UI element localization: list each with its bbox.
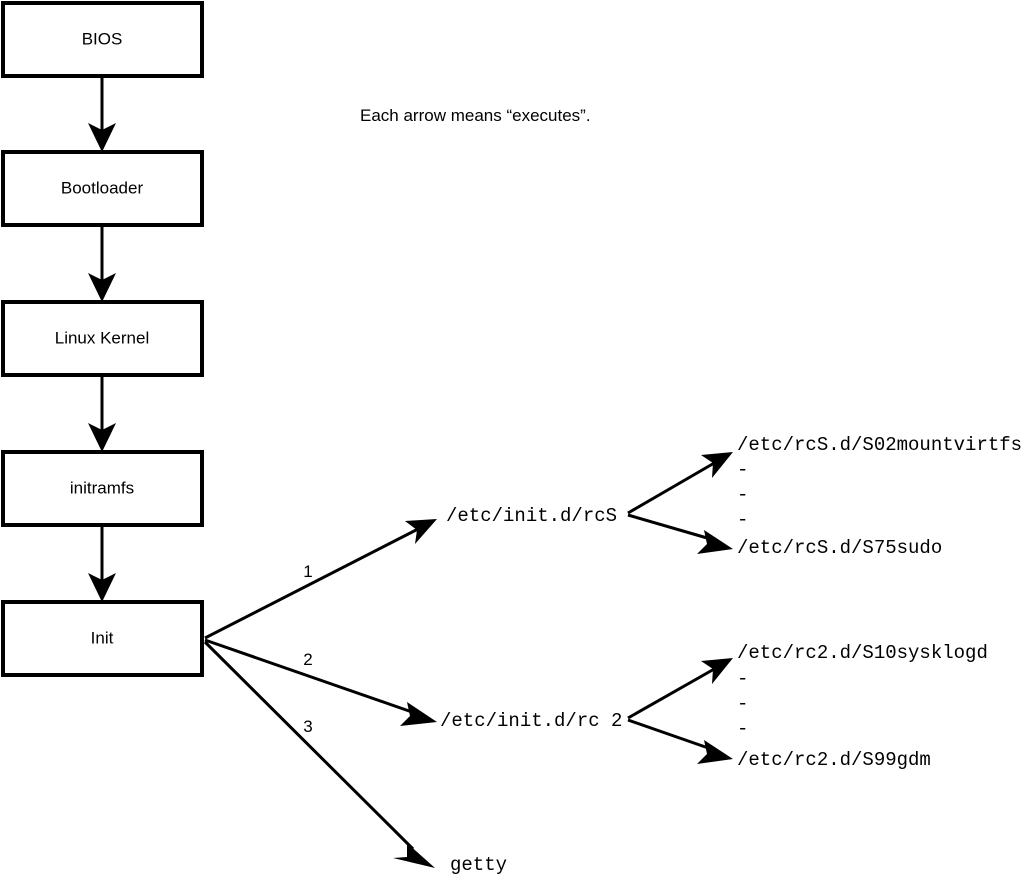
rc2-ellipsis-dash-1: -	[737, 668, 748, 690]
arrow-rcs-to-first-script	[627, 452, 733, 515]
node-initramfs[interactable]: initramfs	[1, 450, 204, 527]
edge-number-2: 2	[303, 650, 312, 669]
rc2-first-script[interactable]: /etc/rc2.d/S10sysklogd	[737, 642, 988, 664]
edge-number-1: 1	[303, 562, 312, 581]
target-label-getty[interactable]: getty	[450, 854, 507, 875]
arrow-init-to-rc2: 2	[204, 638, 437, 726]
rcs-first-script[interactable]: /etc/rcS.d/S02mountvirtfs	[737, 434, 1022, 456]
node-bios[interactable]: BIOS	[1, 1, 204, 78]
target-label-rcs[interactable]: /etc/init.d/rcS	[446, 505, 617, 527]
bootloader-label: Bootloader	[61, 178, 144, 197]
arrow-rcs-to-last-script	[627, 513, 733, 554]
arrow-init-to-rcs: 1	[204, 519, 437, 640]
bios-box[interactable]	[1, 1, 204, 78]
bios-label: BIOS	[82, 29, 123, 48]
target-label-rc2[interactable]: /etc/init.d/rc 2	[440, 710, 622, 732]
rc2-last-script[interactable]: /etc/rc2.d/S99gdm	[737, 749, 931, 771]
rcs-last-script[interactable]: /etc/rcS.d/S75sudo	[737, 537, 942, 559]
node-bootloader[interactable]: Bootloader	[1, 150, 204, 227]
init-label: Init	[91, 628, 114, 647]
arrow-init-to-getty: 3	[203, 640, 435, 868]
arrow-rc2-to-last-script	[627, 718, 733, 764]
node-linux-kernel[interactable]: Linux Kernel	[1, 300, 204, 377]
edge-number-3: 3	[303, 717, 312, 736]
initramfs-label: initramfs	[70, 478, 134, 497]
arrow-rc2-to-first-script	[627, 658, 733, 720]
arrow-kernel-to-initramfs	[88, 375, 116, 452]
arrow-initramfs-to-init	[88, 525, 116, 602]
rcs-ellipsis-dash-2: -	[737, 484, 748, 506]
rc2-ellipsis-dash-2: -	[737, 693, 748, 715]
initramfs-box[interactable]	[1, 450, 204, 527]
rc2-ellipsis-dash-3: -	[737, 718, 748, 740]
node-init[interactable]: Init	[1, 600, 204, 677]
legend-note: Each arrow means “executes”.	[360, 106, 591, 125]
arrow-bootloader-to-kernel	[88, 225, 116, 302]
init-box[interactable]	[1, 600, 204, 677]
linux-kernel-label: Linux Kernel	[55, 328, 150, 347]
rcs-ellipsis-dash-3: -	[737, 509, 748, 531]
rcs-ellipsis-dash-1: -	[737, 459, 748, 481]
arrow-bios-to-bootloader	[88, 76, 116, 152]
